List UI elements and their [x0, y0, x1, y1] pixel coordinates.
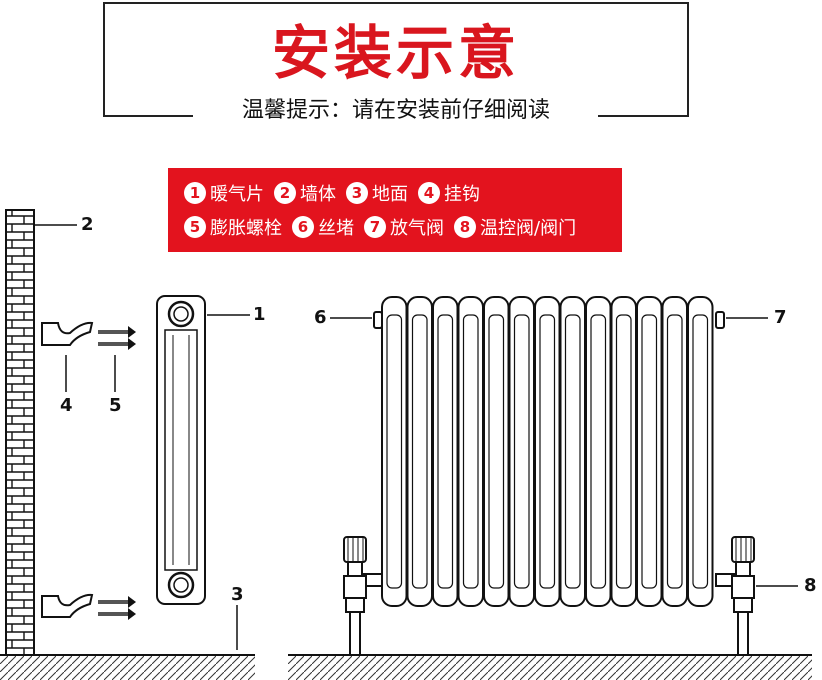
- legend-item-bolt: 5 膨胀螺栓: [184, 214, 282, 240]
- legend-item-air-valve: 7 放气阀: [364, 214, 444, 240]
- callout-bolt: 5: [109, 395, 122, 416]
- legend-panel: 1 暖气片 2 墙体 3 地面 4 挂钩 5 膨胀螺栓 6 丝堵 7 放气阀 8: [168, 168, 622, 252]
- legend-item-valve: 8 温控阀/阀门: [454, 214, 576, 240]
- legend-label: 膨胀螺栓: [210, 218, 282, 239]
- legend-number: 6: [292, 216, 314, 238]
- title-frame: [103, 2, 689, 116]
- callout-plug: 6: [314, 307, 327, 328]
- radiator-column-inner: [513, 314, 530, 589]
- legend-label: 墙体: [300, 184, 336, 205]
- legend-label: 暖气片: [210, 184, 264, 205]
- radiator-column-inner: [615, 314, 632, 589]
- legend-number: 1: [184, 182, 206, 204]
- radiator-column-inner: [462, 314, 479, 589]
- legend-item-radiator: 1 暖气片: [184, 180, 264, 206]
- floor-drawing: [0, 605, 812, 680]
- plug-and-air-valve: [330, 311, 768, 329]
- legend-number: 5: [184, 216, 206, 238]
- title-underline-right: [598, 115, 689, 117]
- legend-label: 温控阀/阀门: [480, 218, 577, 239]
- callout-floor: 3: [231, 584, 244, 605]
- legend-number: 4: [418, 182, 440, 204]
- legend-label: 放气阀: [390, 218, 444, 239]
- legend-row-1: 1 暖气片 2 墙体 3 地面 4 挂钩: [184, 176, 606, 210]
- callout-air-valve: 7: [774, 307, 787, 328]
- hook-icon: [41, 321, 94, 618]
- radiator-column-inner: [488, 314, 505, 589]
- thermostatic-valve-icon: [343, 536, 798, 656]
- radiator-column-inner: [411, 314, 428, 589]
- legend-number: 2: [274, 182, 296, 204]
- radiator-column-inner: [641, 314, 658, 589]
- legend-label: 丝堵: [318, 218, 354, 239]
- callout-wall: 2: [81, 214, 94, 235]
- legend-item-wall: 2 墙体: [274, 180, 336, 206]
- legend-item-floor: 3 地面: [346, 180, 408, 206]
- legend-item-hook: 4 挂钩: [418, 180, 480, 206]
- radiator-column-inner: [437, 314, 454, 589]
- callout-radiator: 1: [253, 304, 266, 325]
- expansion-bolt-icon: [98, 326, 136, 620]
- radiator-column-inner: [386, 314, 403, 589]
- radiator-column-inner: [692, 314, 709, 589]
- legend-number: 3: [346, 182, 368, 204]
- radiator-column-inner: [590, 314, 607, 589]
- title-underline-left: [103, 115, 193, 117]
- legend-label: 地面: [372, 184, 408, 205]
- radiator-side-view: [156, 295, 250, 605]
- radiator-front-view: [381, 296, 714, 607]
- callout-valve: 8: [804, 575, 817, 596]
- legend-number: 8: [454, 216, 476, 238]
- legend-label: 挂钩: [444, 184, 480, 205]
- radiator-column-inner: [666, 314, 683, 589]
- legend-number: 7: [364, 216, 386, 238]
- wall-drawing: [5, 209, 77, 656]
- legend-item-plug: 6 丝堵: [292, 214, 354, 240]
- page-subtitle: 温馨提示：请在安装前仔细阅读: [241, 98, 550, 123]
- radiator-column-inner: [539, 314, 556, 589]
- callout-hook: 4: [60, 395, 73, 416]
- radiator-column-inner: [564, 314, 581, 589]
- page-title: 安装示意: [271, 19, 520, 87]
- legend-row-2: 5 膨胀螺栓 6 丝堵 7 放气阀 8 温控阀/阀门: [184, 210, 606, 244]
